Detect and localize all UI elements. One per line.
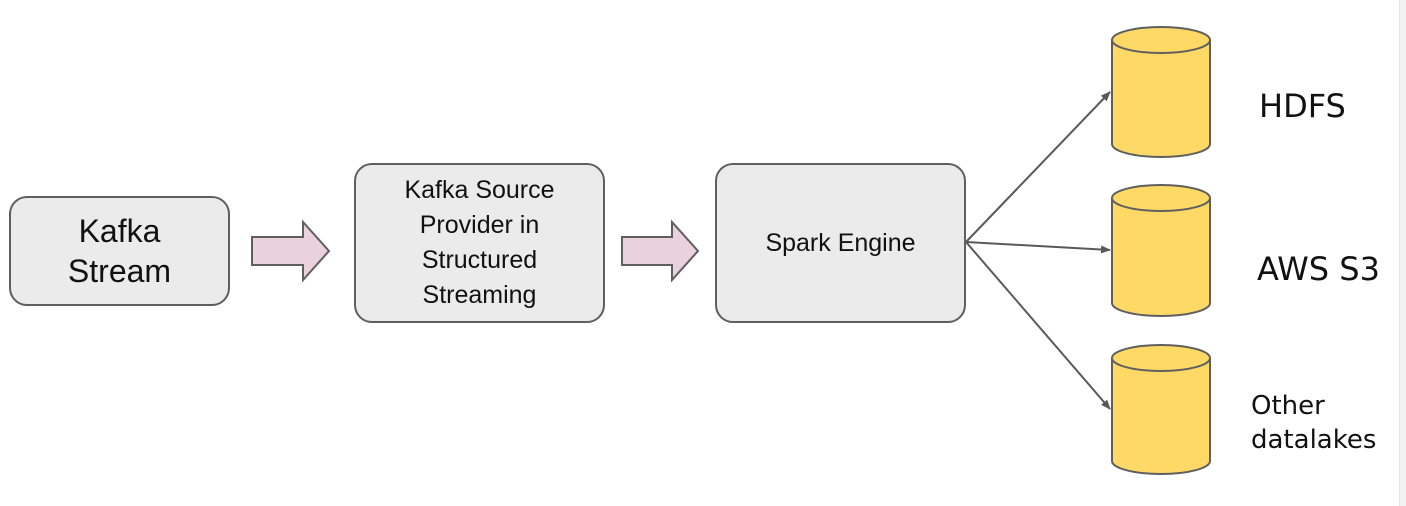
spark-engine-node: Spark Engine xyxy=(715,163,966,323)
block-arrow-2 xyxy=(621,219,700,283)
cylinder-aws-s3 xyxy=(1111,184,1211,317)
spark-engine-label: Spark Engine xyxy=(765,228,916,257)
connector-to-hdfs xyxy=(965,91,1111,243)
connector-to-aws-s3 xyxy=(965,241,1111,254)
kafka-source-provider-node: Kafka Source Provider in Structured Stre… xyxy=(354,163,605,323)
kafka-stream-label: Kafka Stream xyxy=(67,213,172,289)
other-datalakes-label: Other datalakes xyxy=(1251,391,1377,455)
kafka-stream-node: Kafka Stream xyxy=(9,196,230,306)
block-arrow-1 xyxy=(251,219,331,283)
cylinder-other-datalakes xyxy=(1111,344,1211,475)
aws-s3-label: AWS S3 xyxy=(1257,250,1380,288)
cylinder-hdfs xyxy=(1111,26,1211,158)
kafka-source-provider-label: Kafka Source Provider in Structured Stre… xyxy=(404,176,555,309)
hdfs-label: HDFS xyxy=(1259,87,1346,125)
connector-to-other-datalakes xyxy=(965,241,1111,410)
scrollbar-edge[interactable] xyxy=(1399,0,1406,506)
